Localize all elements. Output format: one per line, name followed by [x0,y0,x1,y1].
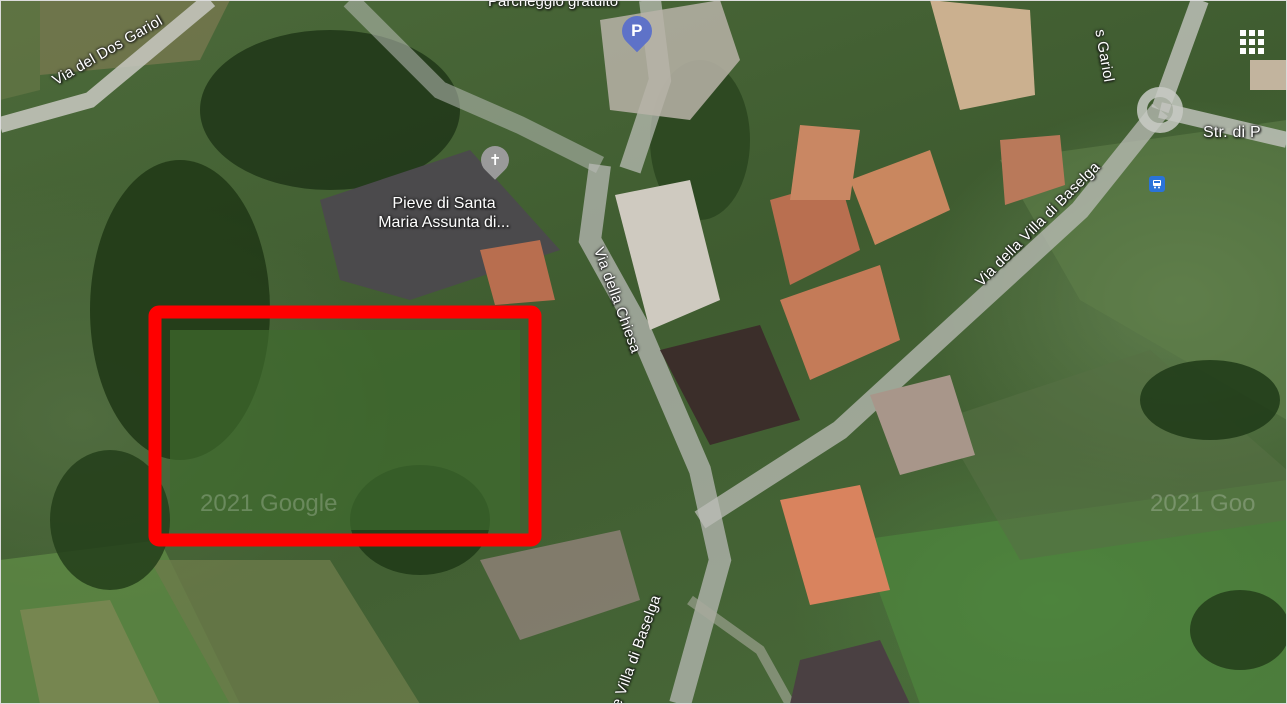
church-label-line1: Pieve di Santa [392,195,496,212]
building-orange-1 [780,265,900,380]
building-orange-4 [850,150,950,245]
field-top-left-2 [0,0,40,100]
bus-glyph [1153,180,1161,189]
building-grey-right [870,375,975,475]
church-annex [480,240,555,305]
building-bottom-centre [480,530,640,640]
path-bottom [687,595,795,704]
tree-mass-bottom-right [1190,590,1287,670]
building-orange-2 [770,180,860,285]
building-far-right [1250,60,1287,90]
apps-grid-icon[interactable] [1238,28,1266,56]
field-bottom-strip [150,560,420,704]
field-bottom-right [860,480,1287,704]
building-orange-3 [790,125,860,200]
road-label-str-di-p: Str. di P [1203,124,1261,141]
tree-row-right [1140,360,1280,440]
bus-stop-icon[interactable] [1149,176,1165,192]
parking-label[interactable]: Parcheggio gratuito [488,0,619,10]
google-watermark-right: 2021 Goo [1150,490,1256,517]
road-dos-gariol [0,0,216,133]
building-top-right [930,0,1035,110]
church-label[interactable]: Pieve di Santa Maria Assunta di... [354,194,534,232]
building-dark [660,325,800,445]
tree-mass-left-low [50,450,170,590]
building-bottom-dark [790,640,910,704]
road-dos-gariol-2 [343,0,605,174]
building-orange-bottom [780,485,890,605]
building-orange-5 [1000,135,1065,205]
road-chiesa [578,163,732,704]
lawn [170,330,520,530]
tree-mass-top [200,30,460,190]
church-label-line2: Maria Assunta di... [378,214,510,231]
roundabout [1137,87,1183,133]
road-villa-baselga [694,103,1168,529]
field-right [1000,120,1287,420]
field-bottom-strip-2 [20,600,160,704]
building-flat-roof [615,180,720,330]
google-watermark-left: 2021 Google [200,490,338,517]
